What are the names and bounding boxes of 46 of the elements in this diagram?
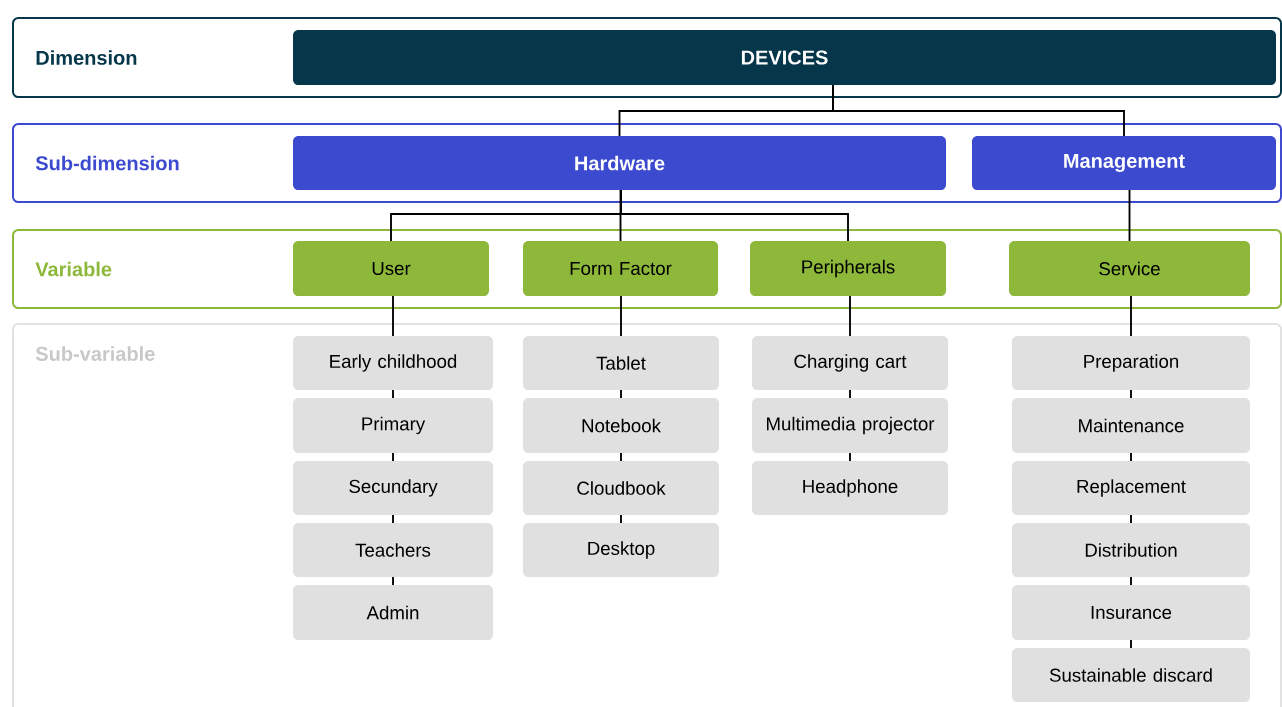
connector [832,84,1125,137]
variable-box: Peripherals [750,241,946,296]
connector [620,389,622,399]
sub-variable-box: Maintenance [1012,398,1250,453]
sub-variable-box: Desktop [523,523,719,577]
connector [620,295,622,337]
sub-variable-box: Teachers [293,523,493,577]
sub-dimension-box: Hardware [293,136,946,190]
connector [620,189,849,242]
sub-variable-box: Notebook [523,398,719,453]
connector [1130,576,1132,586]
connector [392,295,394,337]
variable-box: User [293,241,489,296]
connector [392,514,394,524]
connector [849,452,851,462]
connector [1130,295,1132,337]
sub-variable-box: Distribution [1012,523,1250,577]
connector [849,389,851,399]
sub-variable-box: Tablet [523,336,719,390]
sub-variable-box: Preparation [1012,336,1250,390]
variable-box: Service [1009,241,1250,296]
connector [620,452,622,462]
sub-variable-box: Primary [293,398,493,453]
connector [392,389,394,399]
sub-variable-box: Multimedia projector [752,398,948,453]
sub-variable-box: Sustainable discard [1012,648,1250,702]
sub-variable-box: Replacement [1012,461,1250,515]
connector [1130,452,1132,462]
sub-variable-box: Headphone [752,461,948,515]
connector [1130,639,1132,649]
sub-dimension-box: Management [972,136,1276,190]
dimension-box: DEVICES [293,30,1276,85]
connector [392,452,394,462]
sub-variable-box: Insurance [1012,585,1250,640]
connector [392,576,394,586]
sub-variable-box: Charging cart [752,336,948,390]
connector [1130,389,1132,399]
connector [620,514,622,524]
connector [1128,189,1131,242]
sub-variable-box: Cloudbook [523,461,719,515]
sub-variable-box: Admin [293,585,493,640]
sub-variable-box: Early childhood [293,336,493,390]
connector [849,295,851,337]
sub-variable-box: Secundary [293,461,493,515]
variable-box: Form Factor [523,241,718,296]
connector [1130,514,1132,524]
